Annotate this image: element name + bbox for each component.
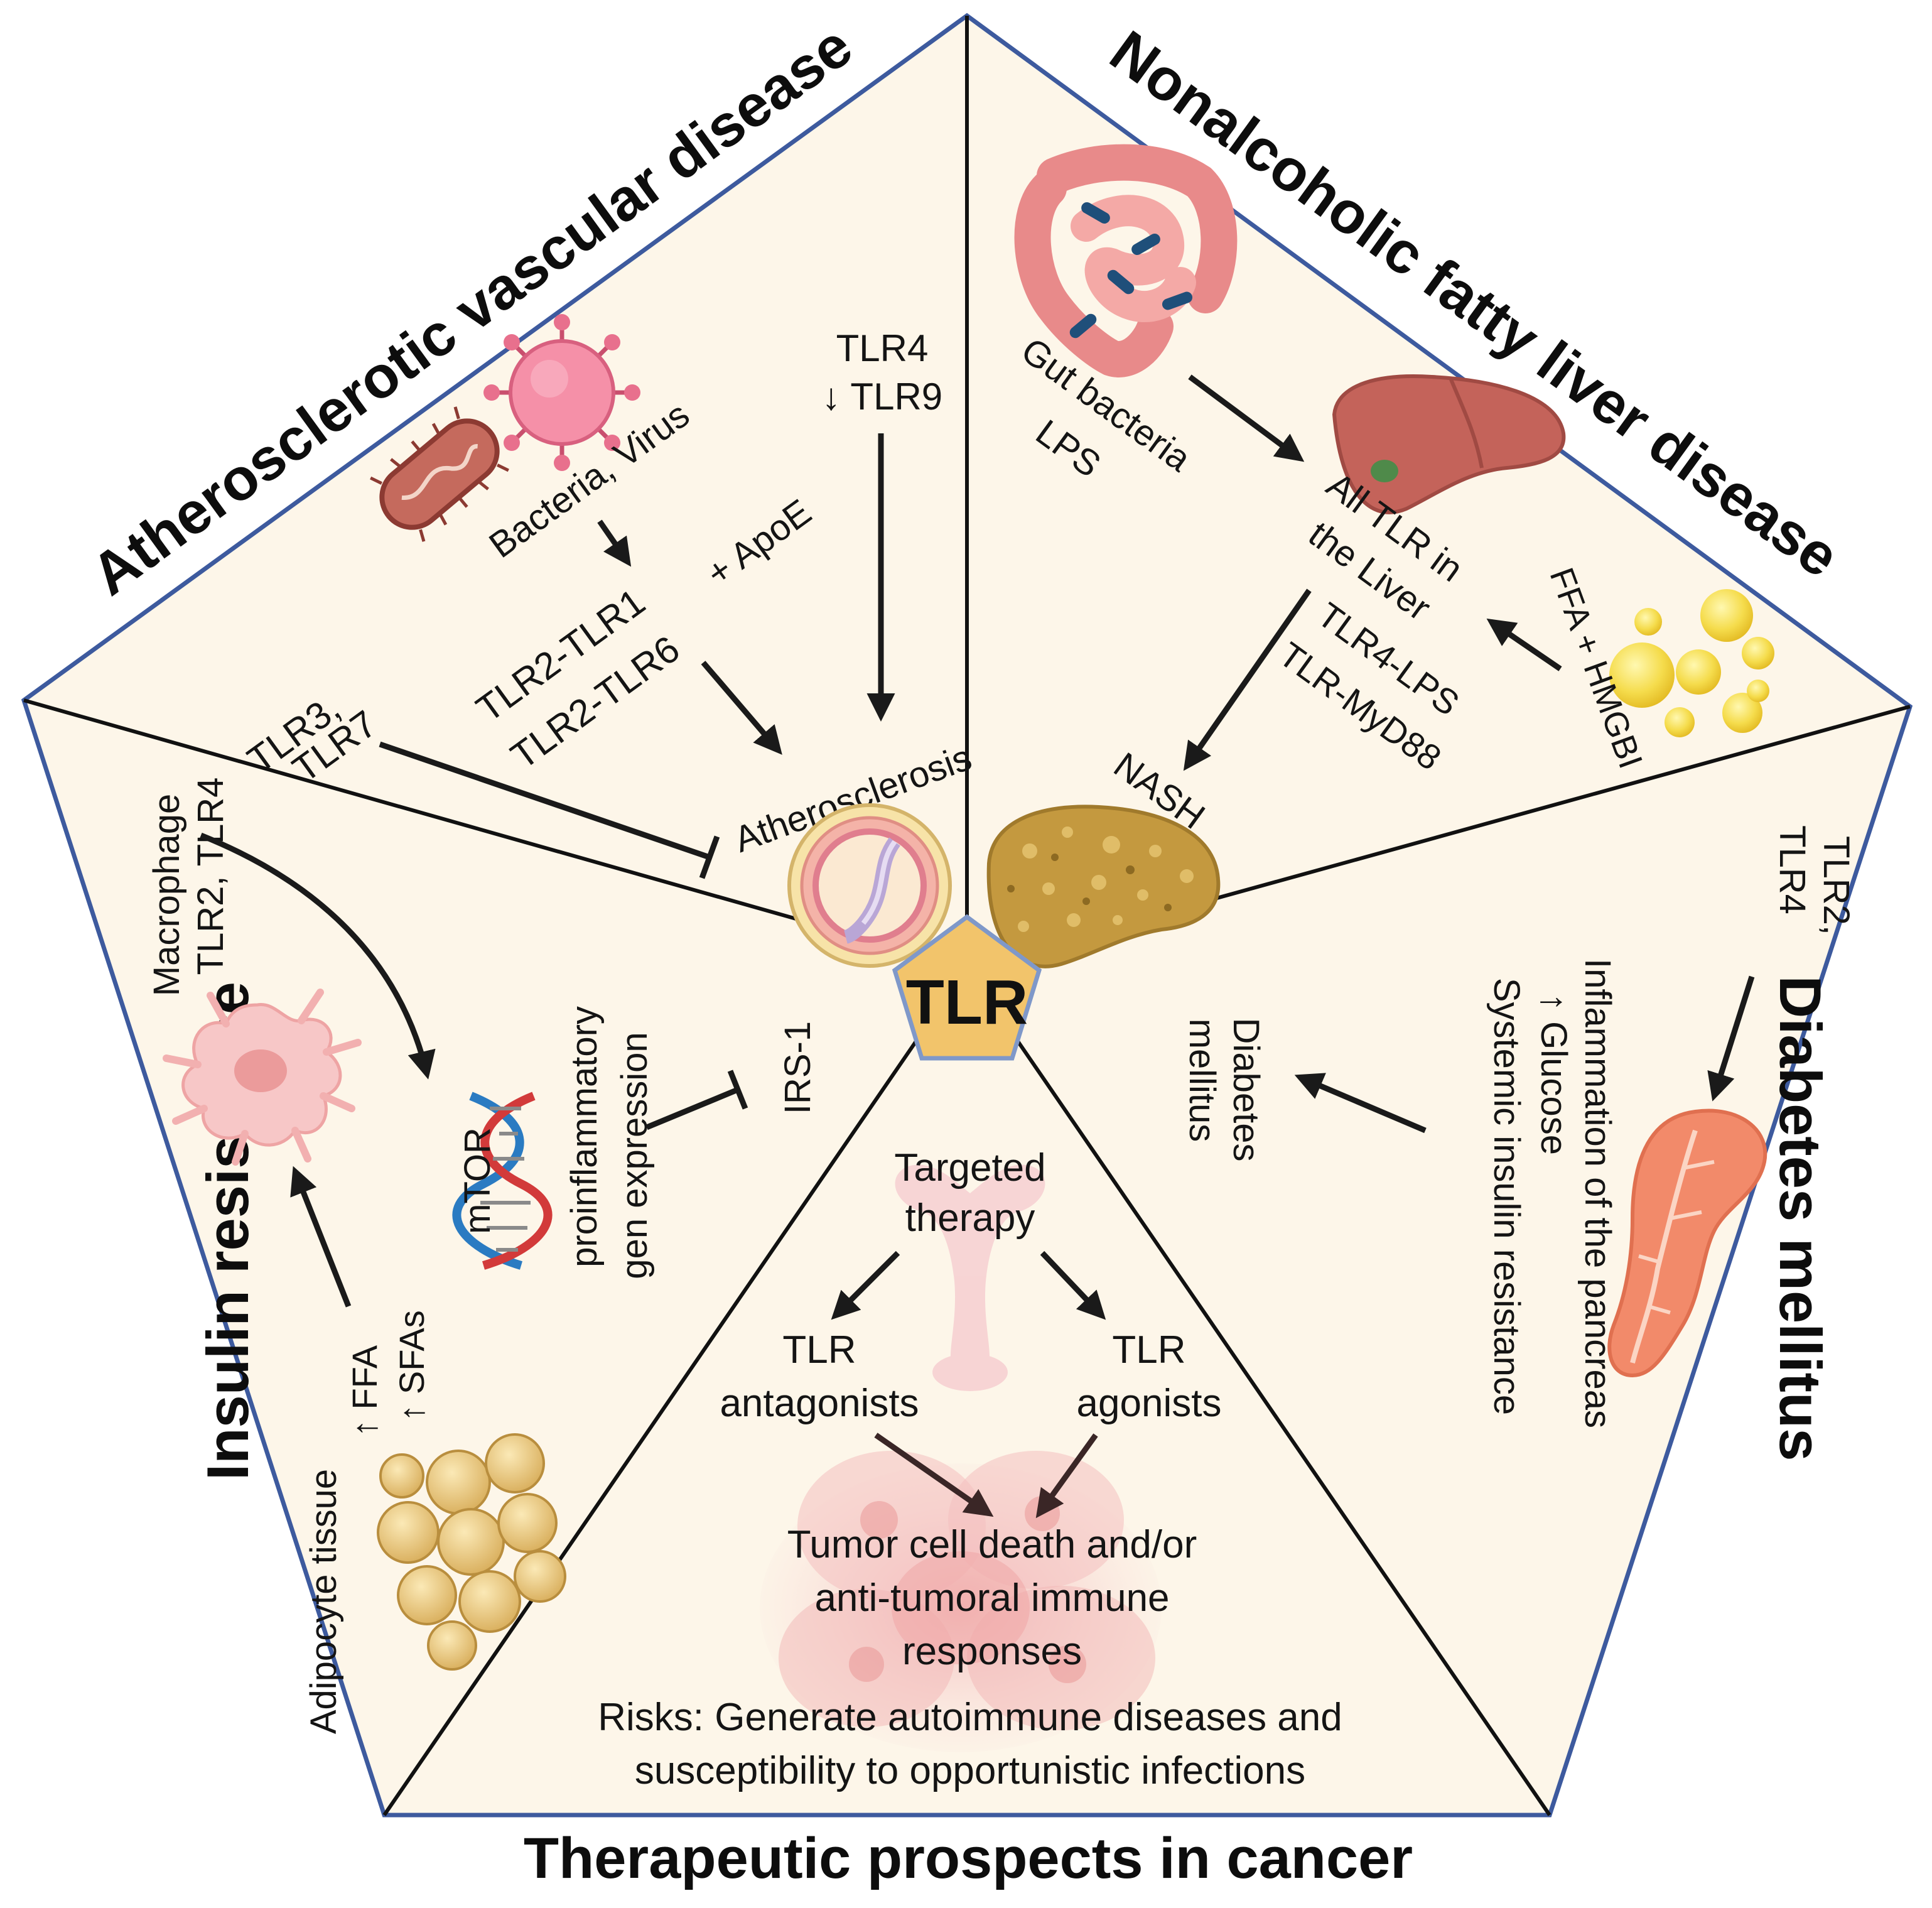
intestine-icon [1014, 144, 1238, 377]
label-antagonists-1: TLR [782, 1328, 856, 1372]
virus-icon [483, 314, 640, 471]
label-tlr2-dm: TLR2, [1816, 836, 1857, 935]
label-dm-1: Diabetes [1226, 1018, 1266, 1162]
fatty-liver-icon [986, 805, 1221, 968]
label-targeted-1: Targeted [894, 1146, 1045, 1190]
label-sfas: ↑ SFAs [392, 1310, 431, 1421]
macrophage-icon [163, 989, 362, 1166]
label-tumor-3: responses [902, 1630, 1082, 1673]
title-cancer: Therapeutic prospects in cancer [524, 1826, 1413, 1890]
label-gen-expression: gen expression [614, 1032, 655, 1279]
label-systemic: Systemic insulin resistance [1486, 978, 1527, 1415]
dna-icon [452, 1092, 553, 1270]
inhibition-tlr3-atherosclerosis [379, 741, 720, 879]
fat-droplets-icon [1609, 589, 1774, 737]
center-label: TLR [906, 967, 1028, 1038]
section-cancer: Targeted therapy TLR antagonists TLR ago… [598, 1146, 1342, 1792]
label-tlr4-top: TLR4 [836, 327, 929, 369]
title-diabetes: Diabetes mellitus [1767, 975, 1833, 1461]
label-irs1: IRS-1 [777, 1021, 818, 1114]
label-tumor-2: anti-tumoral immune [814, 1576, 1169, 1620]
label-agonists-2: agonists [1077, 1382, 1222, 1425]
liver-icon [1332, 374, 1566, 514]
section-insulin: Macrophage TLR2, TLR4 ↑ FFA ↑ SFAs [146, 778, 818, 1735]
section-nafld: Gut bacteria LPS All TLR in the Liver FF… [986, 144, 1774, 968]
pancreas-icon [1607, 1108, 1767, 1378]
label-mtor: mTOR [457, 1127, 498, 1234]
adipocyte-tissue-icon [377, 1433, 566, 1671]
label-tumor-1: Tumor cell death and/or [787, 1523, 1197, 1566]
tumor-cluster-icon [760, 1451, 1162, 1752]
inhibition-irs1 [645, 1070, 748, 1130]
label-antagonists-2: antagonists [720, 1382, 919, 1425]
bacterium-icon [370, 406, 509, 542]
center-tlr: TLR [892, 914, 1042, 1061]
label-inflammation: Inflammation of the pancreas [1577, 958, 1618, 1428]
label-agonists-1: TLR [1112, 1328, 1185, 1372]
label-tlr2-tlr4-ir: TLR2, TLR4 [190, 778, 231, 975]
label-proinflammatory: proinflammatory [564, 1006, 605, 1267]
label-tlr9: ↓ TLR9 [822, 376, 942, 418]
label-glucose: ↑ Glucose [1533, 993, 1574, 1155]
label-risks-2: susceptibility to opportunistic infectio… [635, 1749, 1305, 1792]
label-dm-2: mellitus [1182, 1019, 1222, 1142]
artery-icon [787, 803, 952, 968]
label-ffa: ↑ FFA [345, 1345, 384, 1437]
label-risks-1: Risks: Generate autoimmune diseases and [598, 1696, 1342, 1739]
label-macrophage: Macrophage [146, 794, 187, 996]
section-diabetes: TLR2, TLR4 Inflammation of the pancreas … [1182, 825, 1857, 1428]
reproductive-organ-icon [895, 1164, 1045, 1391]
label-targeted-2: therapy [905, 1196, 1035, 1240]
label-tlr4-dm: TLR4 [1772, 825, 1813, 914]
label-adipocyte: Adipocyte tissue [303, 1469, 344, 1734]
